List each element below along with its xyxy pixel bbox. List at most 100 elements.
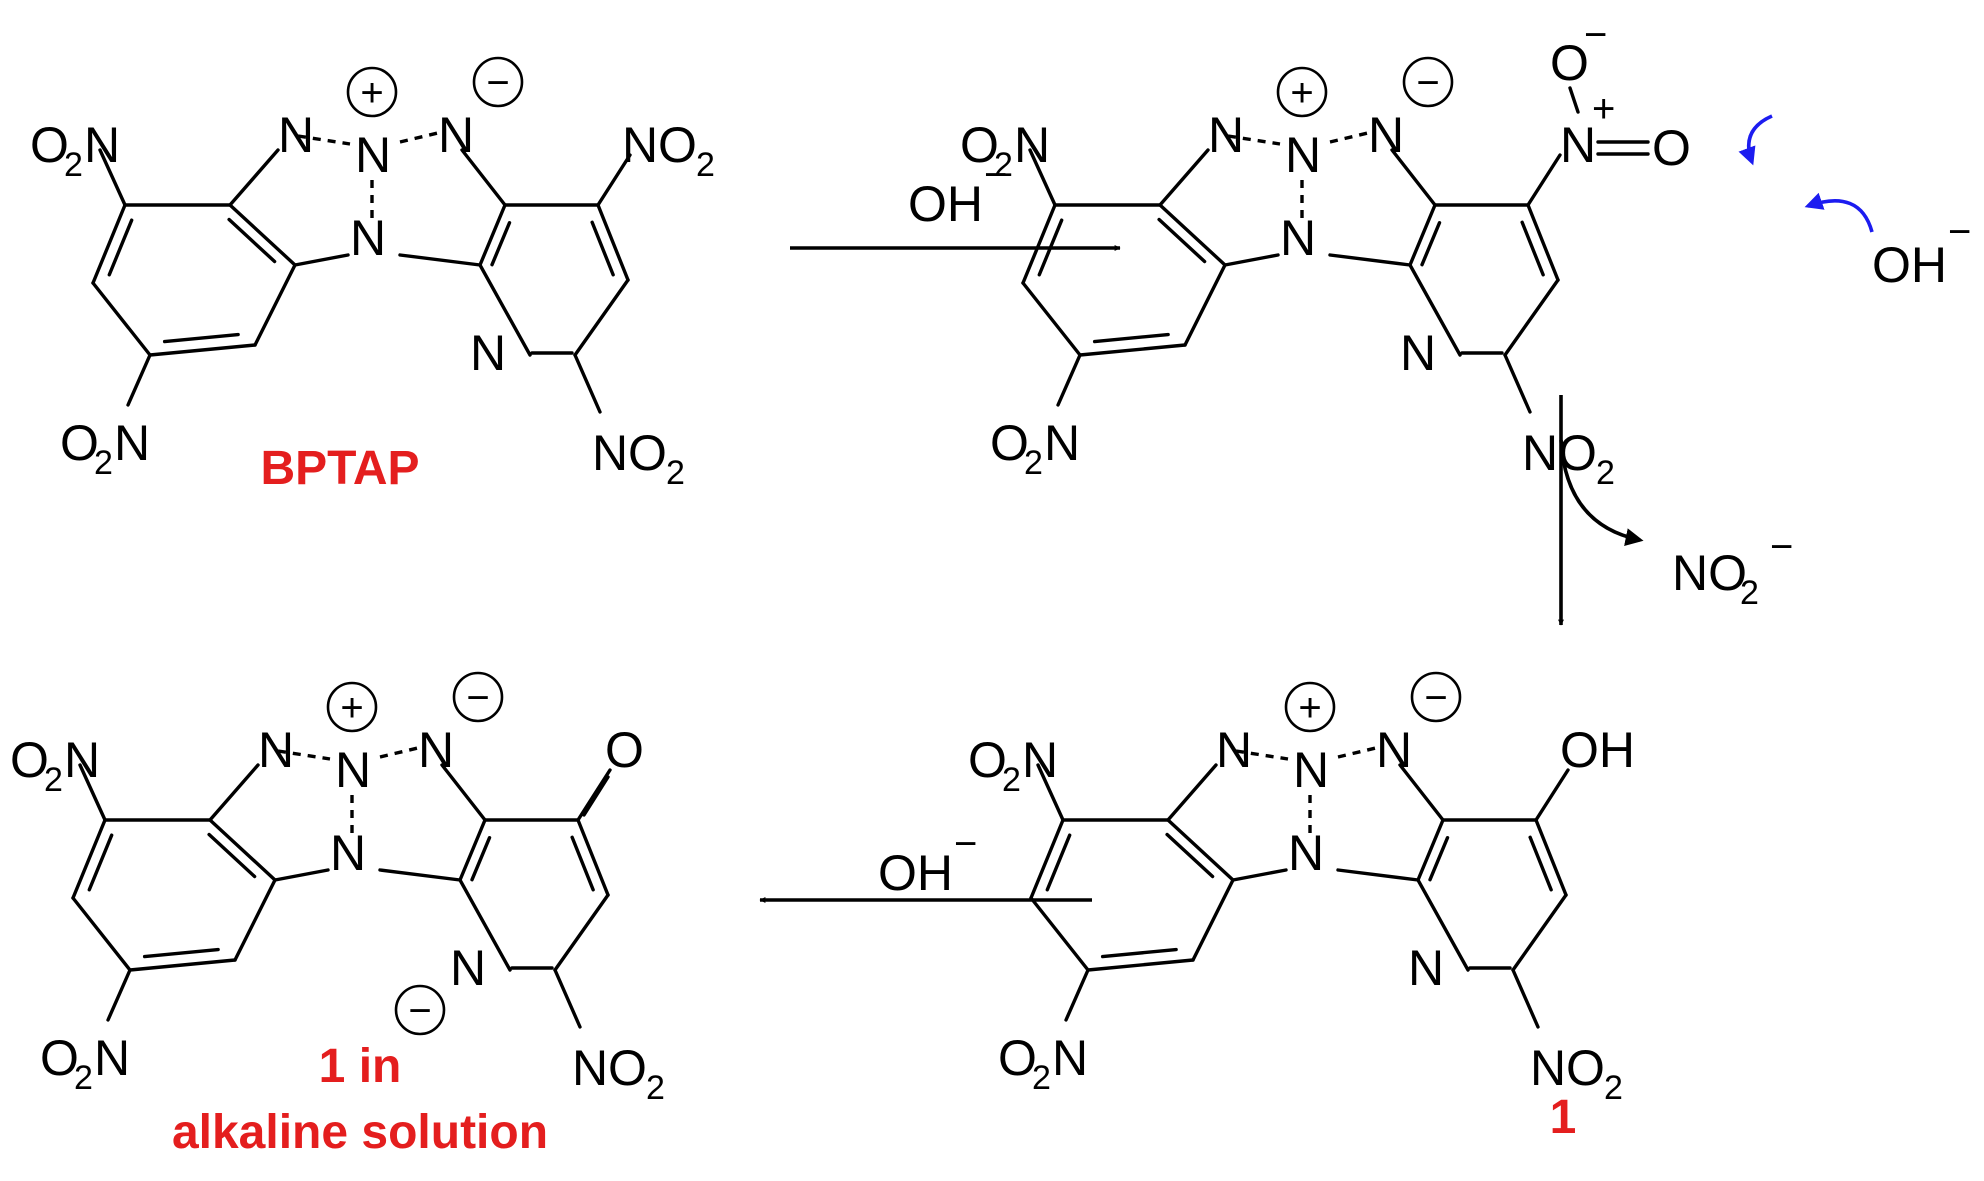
charge-minus: − [1424, 676, 1447, 720]
charge-circle [1402, 56, 1454, 108]
charge-circle [326, 681, 378, 733]
atom-n: N [438, 107, 474, 163]
bond [1398, 763, 1445, 822]
o2n-o: O [60, 415, 99, 471]
bond [1021, 203, 1057, 285]
bond [273, 868, 330, 882]
charge-circle [346, 66, 398, 118]
bond [1337, 745, 1381, 759]
no2-2: 2 [1596, 454, 1615, 492]
bond [596, 203, 630, 282]
label-alkaline-line2: alkaline solution [172, 1106, 548, 1159]
bond [1183, 263, 1227, 347]
nitrite-subscript: 2 [1740, 574, 1759, 612]
bond [378, 868, 462, 882]
bond [98, 148, 127, 207]
no2-o: O [658, 117, 697, 173]
nitro-plus: + [1592, 87, 1615, 131]
charge-minus: − [1416, 61, 1439, 105]
bond-inner [1428, 835, 1450, 882]
bond-inner [87, 833, 114, 892]
atom-n: N [1408, 940, 1444, 996]
no2-2: 2 [666, 454, 685, 492]
bond-inner [1165, 832, 1215, 879]
bond [1390, 148, 1437, 207]
bond [379, 745, 423, 759]
nitro-n: N [1560, 117, 1596, 173]
bond-inner [1528, 835, 1553, 892]
bond [128, 958, 237, 972]
atom-n: N [258, 722, 294, 778]
charge-circle [472, 56, 524, 108]
label-bptap: BPTAP [260, 442, 419, 495]
bond [460, 148, 507, 207]
bond-inner [490, 220, 512, 267]
o2n-o: O [40, 1030, 79, 1086]
atom-n: N [1288, 825, 1324, 881]
bond [1231, 868, 1288, 882]
oh-group: OH [1560, 722, 1635, 778]
charge-circle [1284, 681, 1336, 733]
o2n-2: 2 [1024, 444, 1043, 482]
bond-inner [1420, 220, 1442, 267]
bond [1223, 253, 1280, 267]
bond [1029, 818, 1065, 900]
bond [1158, 148, 1210, 207]
atom-n: N [450, 940, 486, 996]
atom-n: N [355, 127, 391, 183]
bond [553, 968, 582, 1029]
o2n-o: O [960, 117, 999, 173]
atom-n: N [1285, 127, 1321, 183]
bond [440, 763, 487, 822]
bond [399, 130, 443, 144]
bond-inner [207, 832, 257, 879]
bond [1158, 203, 1227, 267]
bond [1503, 353, 1532, 414]
o2n-n: N [94, 1030, 130, 1086]
bond [478, 263, 532, 357]
o2n-2: 2 [44, 761, 63, 799]
oxo-o: O [605, 722, 644, 778]
bond [228, 148, 280, 207]
bond [106, 968, 132, 1022]
o2n-n: N [84, 117, 120, 173]
no2-n: N [1522, 425, 1558, 481]
no2-n: N [592, 425, 628, 481]
charge-minus: − [486, 61, 509, 105]
bond [228, 203, 297, 267]
bond [126, 353, 152, 407]
attacking-hydroxide-charge: − [1948, 210, 1971, 254]
atom-n: N [350, 210, 386, 266]
bond [573, 353, 602, 414]
bond [478, 203, 507, 267]
bond [582, 775, 610, 817]
o2n-n: N [1022, 732, 1058, 788]
bond [1408, 263, 1462, 357]
bond-inner [1045, 833, 1072, 892]
label-compound-1: 1 [1550, 1091, 1577, 1144]
bond [1534, 768, 1570, 822]
bond [1534, 818, 1568, 897]
reagent-hydroxide-top: OH [908, 176, 983, 232]
no2-n: N [1530, 1040, 1566, 1096]
nitrite-leaving-group: NO [1672, 545, 1747, 601]
bond [1329, 130, 1373, 144]
attacking-hydroxide: OH [1872, 237, 1947, 293]
bond [458, 818, 487, 882]
bond [293, 253, 350, 267]
o2n-o: O [968, 732, 1007, 788]
charge-circle [1276, 66, 1328, 118]
bond [1416, 818, 1445, 882]
o2n-n: N [64, 732, 100, 788]
bond-inner [107, 218, 134, 277]
nitro-o-minus: − [1584, 13, 1607, 57]
o2n-n: N [1044, 415, 1080, 471]
bond [458, 878, 512, 972]
atom-n: N [1376, 722, 1412, 778]
bond [208, 818, 277, 882]
bond-inner [162, 332, 240, 344]
bond [1086, 958, 1195, 972]
